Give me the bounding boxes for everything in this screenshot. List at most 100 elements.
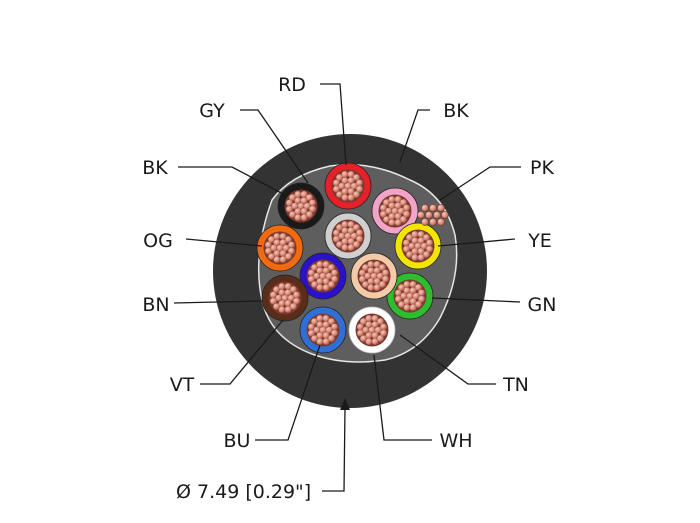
conductor-pk — [371, 187, 419, 235]
copper-strand — [275, 294, 283, 302]
copper-strand — [365, 321, 373, 328]
copper-strand — [308, 275, 315, 283]
copper-strand — [273, 239, 281, 246]
label-bk: BK — [142, 157, 168, 179]
copper-strand — [294, 191, 302, 198]
copper-strand — [411, 254, 419, 261]
copper-strand — [371, 338, 379, 345]
label-wh: WH — [439, 430, 472, 452]
copper-strand — [325, 326, 333, 334]
drain-strand — [417, 211, 425, 219]
drain-strand — [421, 204, 429, 212]
copper-strand — [347, 227, 355, 234]
copper-strand — [385, 207, 393, 215]
copper-strand — [316, 315, 324, 322]
copper-strand — [316, 261, 324, 268]
copper-strand — [391, 207, 399, 215]
copper-strand — [336, 224, 343, 231]
copper-strand — [319, 272, 327, 280]
copper-strand — [377, 335, 384, 342]
conductor-bn — [261, 274, 309, 322]
drain-strands — [417, 204, 449, 226]
copper-strand — [380, 323, 387, 331]
copper-strand — [341, 194, 349, 201]
copper-strand — [406, 234, 413, 241]
drain-strand — [441, 211, 449, 219]
copper-strand — [350, 182, 358, 190]
copper-strand — [265, 247, 272, 255]
copper-strand — [284, 300, 292, 307]
copper-strand — [331, 323, 338, 331]
copper-strand — [418, 289, 425, 297]
copper-strand — [289, 211, 296, 218]
copper-strand — [281, 294, 289, 302]
copper-strand — [403, 281, 411, 288]
copper-strand — [356, 179, 363, 187]
copper-strand — [341, 238, 349, 245]
conductor-tn — [350, 252, 398, 300]
copper-strand — [409, 287, 417, 294]
label-rd: RD — [278, 74, 306, 96]
copper-strand — [400, 292, 408, 300]
copper-strand — [353, 241, 360, 248]
copper-strand — [309, 199, 316, 207]
copper-strand — [388, 202, 396, 209]
copper-strand — [356, 185, 363, 193]
copper-strand — [350, 232, 358, 240]
conductor-bk — [277, 182, 325, 230]
copper-strand — [360, 318, 367, 325]
copper-strand — [341, 221, 349, 228]
copper-strand — [371, 315, 379, 322]
copper-strand — [398, 284, 405, 291]
copper-strand — [398, 301, 405, 308]
copper-strand — [357, 323, 364, 331]
copper-strand — [265, 241, 272, 249]
copper-strand — [353, 191, 360, 198]
copper-strand — [362, 281, 369, 288]
copper-strand — [273, 303, 280, 310]
copper-strand — [311, 281, 318, 288]
drain-strand — [421, 218, 429, 226]
conductor-group — [256, 162, 442, 354]
copper-strand — [394, 196, 402, 203]
copper-strand — [279, 256, 287, 263]
copper-strand — [388, 213, 396, 220]
copper-strand — [328, 264, 335, 271]
drain-strand — [437, 204, 445, 212]
copper-strand — [359, 275, 366, 283]
copper-strand — [394, 219, 402, 226]
copper-strand — [362, 326, 370, 334]
copper-strand — [331, 269, 338, 277]
copper-strand — [400, 199, 407, 206]
conductor-wh — [348, 306, 396, 354]
copper-strand — [273, 286, 280, 293]
copper-strand — [373, 284, 381, 291]
copper-strand — [341, 188, 349, 195]
copper-strand — [279, 239, 287, 246]
copper-strand — [319, 326, 327, 334]
copper-strand — [347, 177, 355, 184]
copper-strand — [294, 208, 302, 215]
copper-strand — [341, 244, 349, 251]
copper-strand — [417, 231, 425, 238]
copper-strand — [365, 315, 373, 322]
copper-strand — [316, 278, 324, 285]
copper-strand — [411, 248, 419, 255]
copper-strand — [418, 295, 425, 303]
copper-strand — [322, 284, 330, 291]
drain-strand — [433, 211, 441, 219]
copper-strand — [371, 332, 379, 339]
copper-strand — [316, 321, 324, 328]
copper-strand — [382, 269, 389, 277]
copper-strand — [394, 213, 402, 220]
copper-strand — [426, 239, 433, 247]
copper-strand — [328, 318, 335, 325]
copper-strand — [322, 278, 330, 285]
copper-strand — [336, 191, 343, 198]
label-bn: BN — [142, 294, 169, 316]
copper-strand — [353, 174, 360, 181]
copper-strand — [417, 254, 425, 261]
copper-strand — [367, 278, 375, 285]
copper-strand — [403, 239, 410, 247]
